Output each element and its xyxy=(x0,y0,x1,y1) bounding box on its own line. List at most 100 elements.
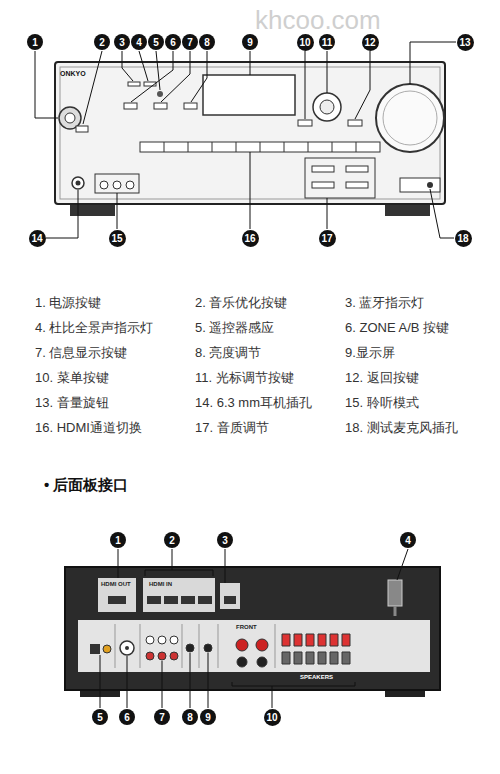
callout-number: 14 xyxy=(29,230,46,247)
leader-line xyxy=(127,656,128,708)
callout-text: 12 xyxy=(364,37,375,48)
hdmi-port xyxy=(147,596,161,604)
callout-text: 6 xyxy=(170,37,176,48)
button xyxy=(298,120,312,126)
rca-port xyxy=(158,636,166,644)
part-name: 18. 测试麦克风插孔 xyxy=(345,421,458,436)
button xyxy=(154,103,167,109)
callout-text: 17 xyxy=(321,233,332,244)
cursor-knob xyxy=(320,100,334,114)
callout-text: 5 xyxy=(97,712,103,723)
callout-number: 16 xyxy=(242,230,259,247)
leader-line xyxy=(397,549,408,580)
mic-jack-panel xyxy=(400,178,440,192)
rca-port xyxy=(146,652,154,660)
callout-text: 11 xyxy=(322,37,333,48)
leader-line xyxy=(305,51,306,119)
mode-box xyxy=(95,174,139,193)
button xyxy=(184,103,197,109)
callout-number: 3 xyxy=(114,34,130,50)
input-buttons xyxy=(140,142,380,152)
speaker-terminal xyxy=(257,657,267,667)
part-name: 8. 亮度调节 xyxy=(195,346,261,361)
leader-line xyxy=(172,549,173,570)
callout-text: 3 xyxy=(222,535,228,546)
subwoofer-port xyxy=(186,644,194,652)
callout-text: 7 xyxy=(159,712,165,723)
leader-line xyxy=(208,653,209,708)
callout-number: 8 xyxy=(199,34,215,50)
leader-line xyxy=(139,51,148,81)
panel-label: HDMI OUT xyxy=(101,581,131,588)
callout-number: 5 xyxy=(92,709,108,725)
callout-text: 15 xyxy=(111,233,122,244)
part-name: 10. 菜单按键 xyxy=(35,371,109,386)
callout-text: 10 xyxy=(299,37,310,48)
leader-line xyxy=(83,51,102,124)
leader-line xyxy=(250,51,251,75)
callout-text: 1 xyxy=(32,37,38,48)
leader-line xyxy=(272,686,273,708)
watermark: khcoo.com xyxy=(255,6,381,36)
bracket xyxy=(145,570,213,576)
display xyxy=(203,75,295,115)
antenna-port xyxy=(120,641,134,655)
cursor-knob xyxy=(313,93,341,121)
part-name: 1. 电源按键 xyxy=(35,296,101,311)
callout-number: 1 xyxy=(110,532,126,548)
tone-button xyxy=(346,182,368,188)
callout-number: 2 xyxy=(164,532,180,548)
callout-number: 5 xyxy=(148,34,164,50)
callout-number: 15 xyxy=(109,230,126,247)
callout-number: 12 xyxy=(362,34,379,51)
leader-line xyxy=(100,655,101,708)
volume-knob xyxy=(383,91,437,145)
port-panel xyxy=(220,583,240,609)
part-name: 4. 杜比全景声指示灯 xyxy=(35,321,153,336)
callout-text: 2 xyxy=(99,37,105,48)
rca-port xyxy=(170,636,178,644)
callout-number: 7 xyxy=(182,34,198,50)
section-heading: • 后面板接口 xyxy=(44,476,128,493)
sensor xyxy=(157,91,163,97)
callout-text: 2 xyxy=(169,535,175,546)
callout-text: 18 xyxy=(457,233,468,244)
port xyxy=(224,596,236,604)
callout-text: 8 xyxy=(204,37,210,48)
tone-button xyxy=(312,166,334,172)
callout-number: 17 xyxy=(319,230,336,247)
panel-label: FRONT xyxy=(236,624,257,631)
tone-button xyxy=(346,166,368,172)
callout-text: 16 xyxy=(244,233,255,244)
antenna-port xyxy=(125,646,129,650)
hdmi-out-panel xyxy=(98,578,136,612)
tone-button xyxy=(312,182,334,188)
callout-number: 9 xyxy=(200,709,216,725)
tone-box xyxy=(305,158,375,198)
leader-line xyxy=(191,51,207,102)
part-name: 9.显示屏 xyxy=(345,346,395,361)
leader-lines xyxy=(35,42,456,238)
panel-label: SPEAKERS xyxy=(300,674,333,681)
leader-lines xyxy=(100,549,408,708)
housing xyxy=(65,567,440,690)
leader-line xyxy=(250,152,251,229)
button xyxy=(124,103,137,109)
callout-text: 9 xyxy=(247,37,253,48)
callout-number: 11 xyxy=(319,34,335,50)
part-name: 2. 音乐优化按键 xyxy=(195,296,287,311)
callout-text: 4 xyxy=(405,535,411,546)
leader-line xyxy=(161,51,190,102)
callout-number: 9 xyxy=(242,34,258,50)
callout-text: 7 xyxy=(187,37,193,48)
volume-knob xyxy=(376,84,444,152)
callout-number: 10 xyxy=(264,709,281,726)
leader-line xyxy=(131,51,173,102)
callout-number: 6 xyxy=(165,34,181,50)
button xyxy=(348,120,362,126)
callout-number: 18 xyxy=(455,230,472,247)
callout-text: 8 xyxy=(187,712,193,723)
callout-number: 2 xyxy=(94,34,110,50)
mode-button xyxy=(126,181,134,189)
